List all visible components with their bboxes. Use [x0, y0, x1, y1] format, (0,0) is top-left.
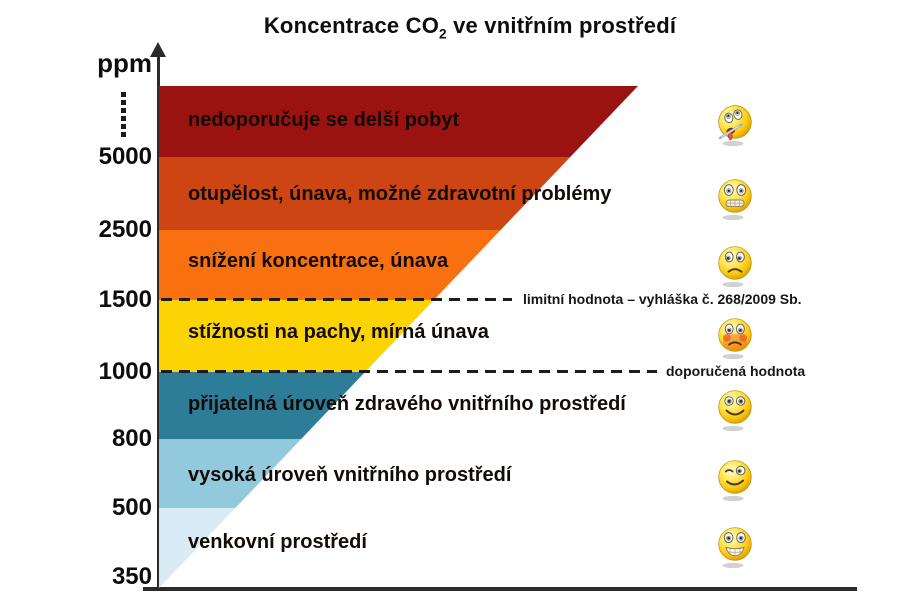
limit-value-annotation: limitní hodnota – vyhláška č. 268/2009 S…	[523, 291, 802, 307]
recommended-value-annotation: doporučená hodnota	[666, 363, 806, 379]
winking-face-icon	[718, 460, 752, 502]
x-axis-line	[143, 587, 857, 591]
y-tick-800: 800	[111, 425, 152, 452]
y-tick-5000: 5000	[98, 143, 152, 170]
sick-face-thermometer-icon	[718, 105, 752, 147]
band-label-stiznosti-na-pachy: stížnosti na pachy, mírná únava	[188, 321, 489, 343]
y-axis-line	[157, 48, 160, 590]
recommended-value-dashed-line	[161, 370, 657, 373]
y-axis-unit-label: ppm	[97, 48, 152, 78]
band-label-nedoporucuje-se: nedoporučuje se delší pobyt	[188, 109, 460, 131]
chart-title-subscript: 2	[439, 26, 447, 42]
sad-face-icon	[718, 246, 752, 288]
chart-title-prefix: Koncentrace CO	[263, 13, 440, 38]
y-tick-1000: 1000	[98, 358, 152, 385]
y-tick-2500: 2500	[98, 216, 152, 243]
band-label-otupelost: otupělost, únava, možné zdravotní problé…	[188, 183, 612, 205]
band-label-vysoka-uroven: vysoká úroveň vnitřního prostředí	[188, 464, 512, 486]
smiling-face-icon	[718, 390, 752, 432]
chart-title: Koncentrace CO2 ve vnitřním prostředí	[150, 13, 790, 41]
band-label-prijatelna-uroven: přijatelná úroveň zdravého vnitřního pro…	[188, 393, 626, 415]
y-tick-500: 500	[111, 494, 152, 521]
y-tick-1500: 1500	[98, 286, 152, 313]
sad-blushing-face-icon	[718, 318, 752, 360]
y-axis-continuation-dots	[121, 92, 126, 137]
limit-value-dashed-line	[161, 298, 512, 301]
band-label-venkovni-prostredi: venkovní prostředí	[188, 531, 367, 553]
y-tick-350: 350	[111, 563, 152, 590]
band-label-snizeni-koncentrace: snížení koncentrace, únava	[188, 250, 449, 272]
grinning-face-icon	[718, 527, 752, 569]
grimacing-face-icon	[718, 179, 752, 221]
band-nedoporucuje-se	[159, 86, 638, 157]
chart-title-suffix: ve vnitřním prostředí	[446, 13, 677, 38]
